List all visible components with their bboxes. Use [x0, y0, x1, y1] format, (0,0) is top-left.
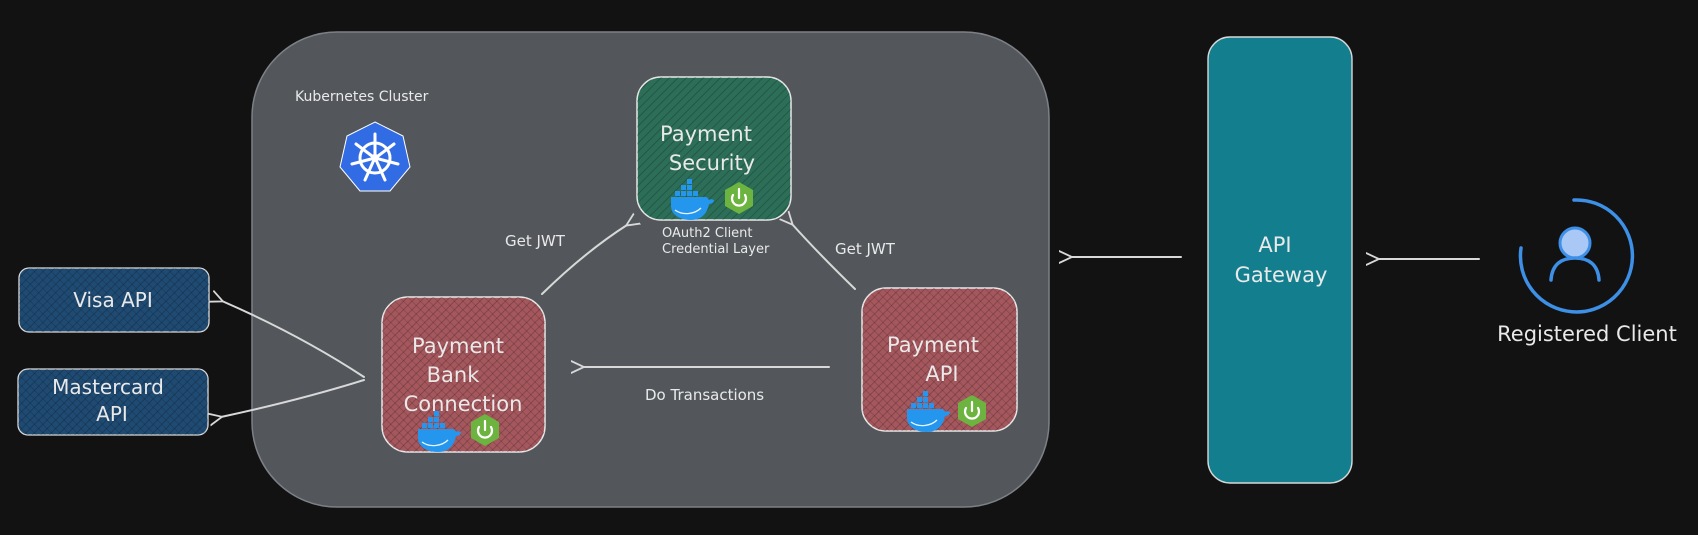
bank-connection-label-2: Bank [427, 363, 481, 387]
visa-api-node[interactable]: Visa API [18, 267, 210, 333]
payment-security-node[interactable]: Payment Security [636, 76, 792, 221]
edge-label-bank-get-jwt: Get JWT [505, 232, 566, 250]
arrow-bank-to-security [541, 225, 627, 295]
oauth2-caption-1: OAuth2 Client [662, 226, 753, 241]
payment-api-label-2: API [925, 362, 958, 386]
api-gateway-node[interactable]: API Gateway [1207, 36, 1353, 484]
kubernetes-icon [339, 121, 411, 192]
bank-connection-label-1: Payment [412, 334, 504, 358]
api-gateway-label-1: API [1258, 233, 1291, 257]
mastercard-api-label-2: API [96, 402, 128, 426]
registered-client[interactable]: Registered Client [1497, 198, 1677, 346]
payment-security-label-1: Payment [660, 122, 752, 146]
registered-client-label: Registered Client [1497, 322, 1677, 346]
payment-api-node[interactable]: Payment API [861, 287, 1018, 433]
payment-bank-connection-node[interactable]: Payment Bank Connection [381, 296, 546, 453]
user-icon [1518, 198, 1635, 314]
cluster-title: Kubernetes Cluster [295, 89, 429, 105]
arrow-bank-to-mastercard [221, 379, 365, 417]
payment-security-label-2: Security [669, 151, 755, 175]
edges [221, 224, 1480, 417]
api-gateway-label-2: Gateway [1235, 263, 1328, 287]
payment-api-label-1: Payment [887, 333, 979, 357]
oauth2-caption-2: Credential Layer [662, 242, 770, 257]
mastercard-api-label-1: Mastercard [52, 375, 164, 399]
edge-label-do-transactions: Do Transactions [645, 386, 764, 404]
visa-api-label: Visa API [73, 288, 152, 312]
arrow-bank-to-visa [222, 301, 365, 378]
bank-connection-label-3: Connection [404, 392, 523, 416]
mastercard-api-node[interactable]: Mastercard API [17, 368, 209, 436]
edge-label-api-get-jwt: Get JWT [835, 240, 896, 258]
arrow-api-to-security [792, 224, 856, 290]
